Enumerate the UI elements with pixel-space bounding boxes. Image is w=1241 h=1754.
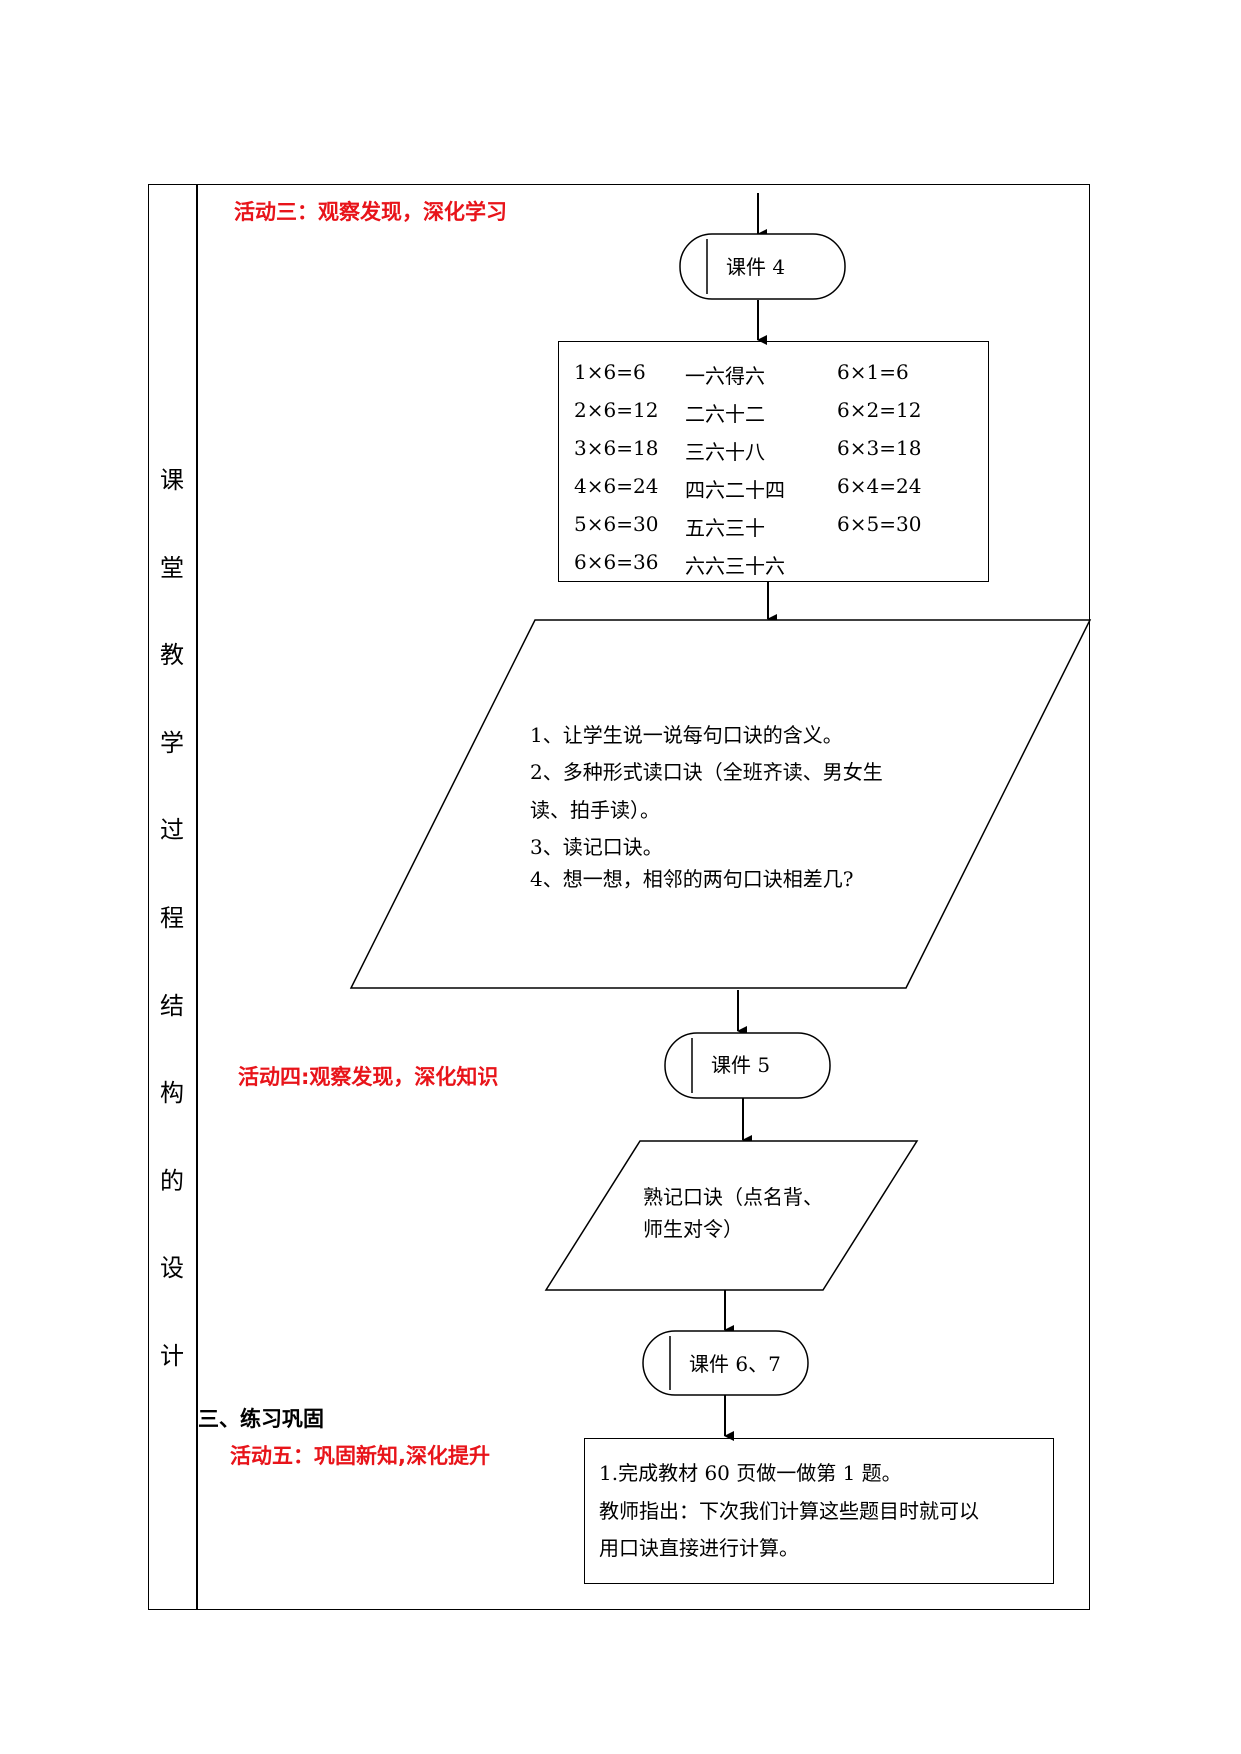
column-divider — [196, 184, 198, 1610]
table-cell: 6×2=12 — [837, 398, 922, 422]
activity-4-label: 活动四:观察发现，深化知识 — [238, 1065, 499, 1089]
table-cell: 4×6=24 — [574, 474, 659, 498]
para-1-line-1: 1、让学生说一说每句口诀的含义。 — [530, 723, 843, 747]
section-3-heading: 三、练习巩固 — [198, 1407, 324, 1431]
parallelogram-2 — [544, 1140, 919, 1291]
exercise-line-3: 用口诀直接进行计算。 — [599, 1536, 799, 1560]
terminal-shape-2 — [664, 1032, 831, 1099]
terminal-2-label: 课件 5 — [711, 1053, 771, 1077]
side-title-char: 构 — [160, 1079, 184, 1107]
para-2-line-1: 熟记口诀（点名背、 — [643, 1185, 823, 1209]
para-1-line-2: 2、多种形式读口诀（全班齐读、男女生 — [530, 760, 883, 784]
activity-3-label: 活动三：观察发现，深化学习 — [234, 200, 507, 224]
side-title-char: 设 — [160, 1254, 184, 1282]
table-cell: 6×1=6 — [837, 360, 909, 384]
table-frame — [148, 184, 1090, 1610]
terminal-1-label: 课件 4 — [726, 255, 786, 279]
side-title-char: 的 — [160, 1167, 184, 1195]
table-cell: 5×6=30 — [574, 512, 659, 536]
side-title-char: 教 — [160, 641, 184, 669]
table-cell: 六六三十六 — [685, 554, 785, 578]
table-cell: 五六三十 — [685, 516, 765, 540]
table-cell: 三六十八 — [685, 440, 765, 464]
multiplication-table-box: 1×6=6 一六得六 6×1=6 2×6=12 二六十二 6×2=12 3×6=… — [558, 341, 989, 582]
table-cell: 一六得六 — [685, 364, 765, 388]
para-1-line-4: 3、读记口诀。 — [530, 835, 663, 859]
side-title-char: 课 — [160, 466, 184, 494]
para-2-line-2: 师生对令） — [643, 1217, 743, 1241]
table-cell: 2×6=12 — [574, 398, 659, 422]
activity-5-label: 活动五：巩固新知,深化提升 — [230, 1444, 490, 1468]
side-title-char: 结 — [160, 992, 184, 1020]
exercise-box: 1.完成教材 60 页做一做第 1 题。 教师指出：下次我们计算这些题目时就可以… — [584, 1438, 1054, 1584]
parallelogram-1 — [349, 619, 1092, 989]
side-title-char: 学 — [160, 729, 184, 757]
side-title-char: 计 — [160, 1342, 184, 1370]
table-cell: 3×6=18 — [574, 436, 659, 460]
table-cell: 1×6=6 — [574, 360, 646, 384]
table-cell: 四六二十四 — [685, 478, 785, 502]
exercise-line-1: 1.完成教材 60 页做一做第 1 题。 — [599, 1461, 902, 1485]
side-title-column: 课 堂 教 学 过 程 结 构 的 设 计 — [148, 184, 196, 1610]
para-1-line-5: 4、想一想，相邻的两句口诀相差几? — [530, 867, 854, 891]
terminal-3-label: 课件 6、7 — [689, 1352, 781, 1376]
exercise-line-2: 教师指出：下次我们计算这些题目时就可以 — [599, 1499, 979, 1523]
table-cell: 6×6=36 — [574, 550, 659, 574]
side-title-char: 程 — [160, 904, 184, 932]
table-cell: 6×5=30 — [837, 512, 922, 536]
table-cell: 二六十二 — [685, 402, 765, 426]
table-cell: 6×3=18 — [837, 436, 922, 460]
terminal-shape-1 — [679, 233, 846, 300]
table-cell: 6×4=24 — [837, 474, 922, 498]
para-1-line-3: 读、拍手读）。 — [530, 798, 660, 822]
side-title-char: 堂 — [160, 554, 184, 582]
side-title-char: 过 — [160, 816, 184, 844]
terminal-shape-3 — [642, 1330, 809, 1396]
